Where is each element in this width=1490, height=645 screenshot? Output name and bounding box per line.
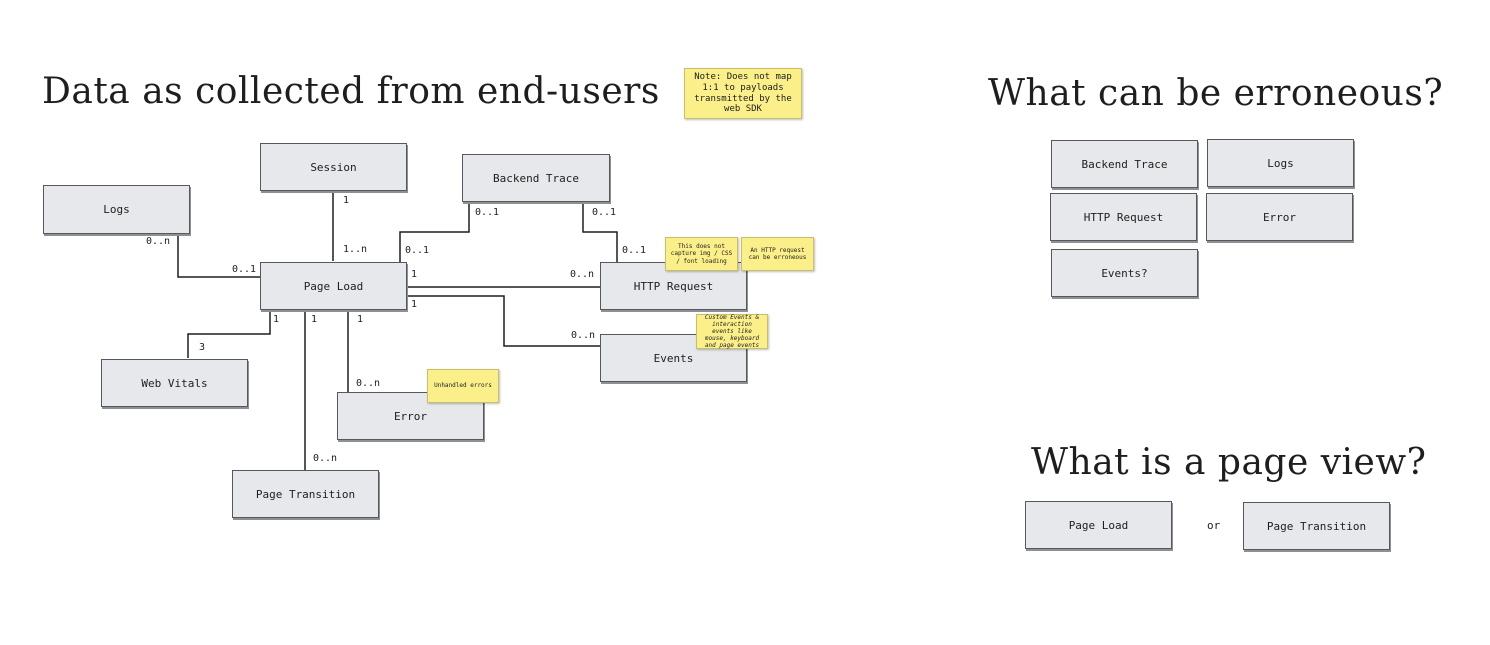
link-logs-pageload <box>177 235 260 278</box>
link-backendtrace-pageload <box>399 203 470 262</box>
cardinality-transition: 0..n <box>313 453 338 464</box>
page-view-or-label: or <box>1207 519 1221 532</box>
link-pageload-webvitals <box>187 311 271 358</box>
cardinality-bt-pageload: 0..1 <box>475 207 500 218</box>
cardinality-pageload-logs: 0..1 <box>232 264 257 275</box>
page-view-page-load: Page Load <box>1025 501 1172 549</box>
erroneous-title: What can be erroneous? <box>988 73 1444 114</box>
erroneous-logs: Logs <box>1207 139 1354 187</box>
erroneous-events: Events? <box>1051 249 1198 297</box>
cardinality-pageload-session: 1..n <box>343 244 368 255</box>
data-collected-title: Data as collected from end-users <box>42 71 660 112</box>
cardinality-pageload-webvitals: 1 <box>273 314 280 325</box>
page-view-title: What is a page view? <box>1031 442 1427 483</box>
web-vitals-entity: Web Vitals <box>101 359 248 407</box>
cardinality-webvitals: 3 <box>199 342 206 353</box>
cardinality-http-bt: 0..1 <box>622 245 647 256</box>
cardinality-http-pageload: 0..n <box>570 269 595 280</box>
page-load-entity: Page Load <box>260 262 407 310</box>
cardinality-pageload-error: 1 <box>357 314 364 325</box>
page-view-page-transition: Page Transition <box>1243 502 1390 550</box>
backend-trace-entity: Backend Trace <box>462 154 610 202</box>
cardinality-session: 1 <box>343 195 350 206</box>
cardinality-pageload-bt: 0..1 <box>405 245 430 256</box>
cardinality-logs: 0..n <box>146 236 171 247</box>
erroneous-backend-trace: Backend Trace <box>1051 140 1198 188</box>
session-entity: Session <box>260 143 407 191</box>
erroneous-http-request: HTTP Request <box>1050 193 1197 241</box>
payload-note: Note: Does not map 1:1 to payloads trans… <box>684 68 802 119</box>
cardinality-pageload-transition: 1 <box>311 314 318 325</box>
cardinality-bt-http: 0..1 <box>592 207 617 218</box>
cardinality-events-pageload: 0..n <box>571 330 596 341</box>
erroneous-error: Error <box>1206 193 1353 241</box>
http-no-capture-note: This does not capture img / CSS / font l… <box>665 237 738 271</box>
logs-entity: Logs <box>43 185 190 234</box>
custom-events-note: Custom Events & interaction events like … <box>696 314 768 349</box>
cardinality-pageload-events: 1 <box>411 299 418 310</box>
link-pageload-events <box>408 295 600 347</box>
http-erroneous-note: An HTTP request can be erroneous <box>741 237 814 271</box>
unhandled-errors-note: Unhandled errors <box>427 369 499 403</box>
events-entity: Events <box>600 334 747 382</box>
link-backendtrace-http <box>582 203 618 262</box>
cardinality-error: 0..n <box>356 378 381 389</box>
cardinality-pageload-http: 1 <box>411 269 418 280</box>
page-transition-entity: Page Transition <box>232 470 379 518</box>
